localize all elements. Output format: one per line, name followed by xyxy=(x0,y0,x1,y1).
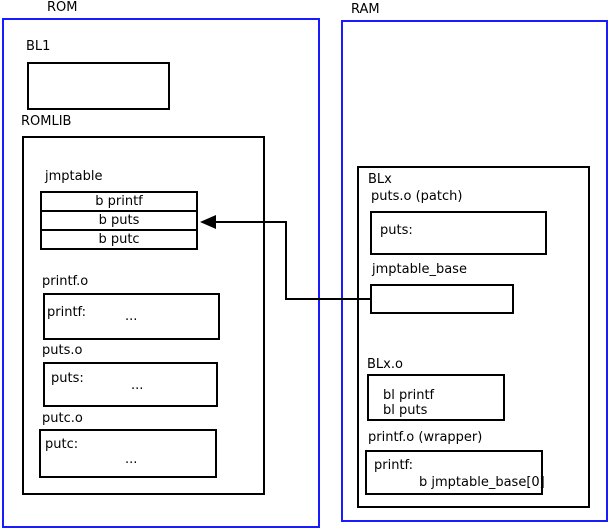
puts-patch-symbol: puts: xyxy=(380,223,413,238)
puts-o-label: puts.o xyxy=(42,343,83,358)
ram-region-label: RAM xyxy=(351,2,380,17)
jmptable-base-box xyxy=(370,284,514,314)
puts-patch-box: puts: xyxy=(370,211,547,255)
blx-box xyxy=(357,166,590,508)
puts-patch-label: puts.o (patch) xyxy=(371,189,463,204)
jmptable-entry-printf: b printf xyxy=(40,191,198,212)
printf-wrapper-box: printf: b jmptable_base[0] xyxy=(365,450,545,495)
jmptable-entry-puts: b puts xyxy=(40,210,198,231)
arrow-segment-upper-horizontal xyxy=(214,221,287,223)
puts-body-ellipsis: ... xyxy=(131,378,144,393)
rom-region-label: ROM xyxy=(47,0,78,15)
putc-body-ellipsis: ... xyxy=(125,452,138,467)
blx-o-box: bl printf bl puts xyxy=(367,374,505,421)
blx-label: BLx xyxy=(368,172,392,187)
printf-wrapper-symbol: printf: xyxy=(374,458,414,473)
printf-wrapper-label: printf.o (wrapper) xyxy=(368,430,483,445)
bl1-label: BL1 xyxy=(26,39,51,54)
jmptable-entry-putc: b putc xyxy=(40,229,198,250)
jmptable-label: jmptable xyxy=(45,169,103,184)
arrow-head-icon xyxy=(200,215,216,229)
printf-wrapper-body: b jmptable_base[0] xyxy=(419,475,545,490)
rom-region xyxy=(2,18,320,528)
printf-o-box: printf: ... xyxy=(43,293,220,340)
jmptable-base-label: jmptable_base xyxy=(372,262,467,277)
romlib-box xyxy=(22,136,265,495)
putc-o-label: putc.o xyxy=(42,411,83,426)
blx-o-instruction-puts: bl puts xyxy=(383,403,428,418)
printf-o-label: printf.o xyxy=(42,274,89,289)
bl1-box xyxy=(27,62,170,110)
puts-symbol: puts: xyxy=(51,371,84,386)
romlib-label: ROMLIB xyxy=(21,114,72,129)
ram-region xyxy=(341,20,608,522)
arrow-segment-lower-horizontal xyxy=(285,298,370,300)
putc-o-box: putc: ... xyxy=(39,429,217,478)
jmptable-box: b printf b puts b putc xyxy=(40,191,198,250)
putc-symbol: putc: xyxy=(45,437,79,452)
blx-o-instruction-printf: bl printf xyxy=(383,388,435,403)
printf-symbol: printf: xyxy=(47,305,87,320)
blx-o-label: BLx.o xyxy=(367,357,403,372)
puts-o-box: puts: ... xyxy=(43,362,218,407)
arrow-segment-vertical xyxy=(285,221,287,300)
printf-body-ellipsis: ... xyxy=(125,309,138,324)
